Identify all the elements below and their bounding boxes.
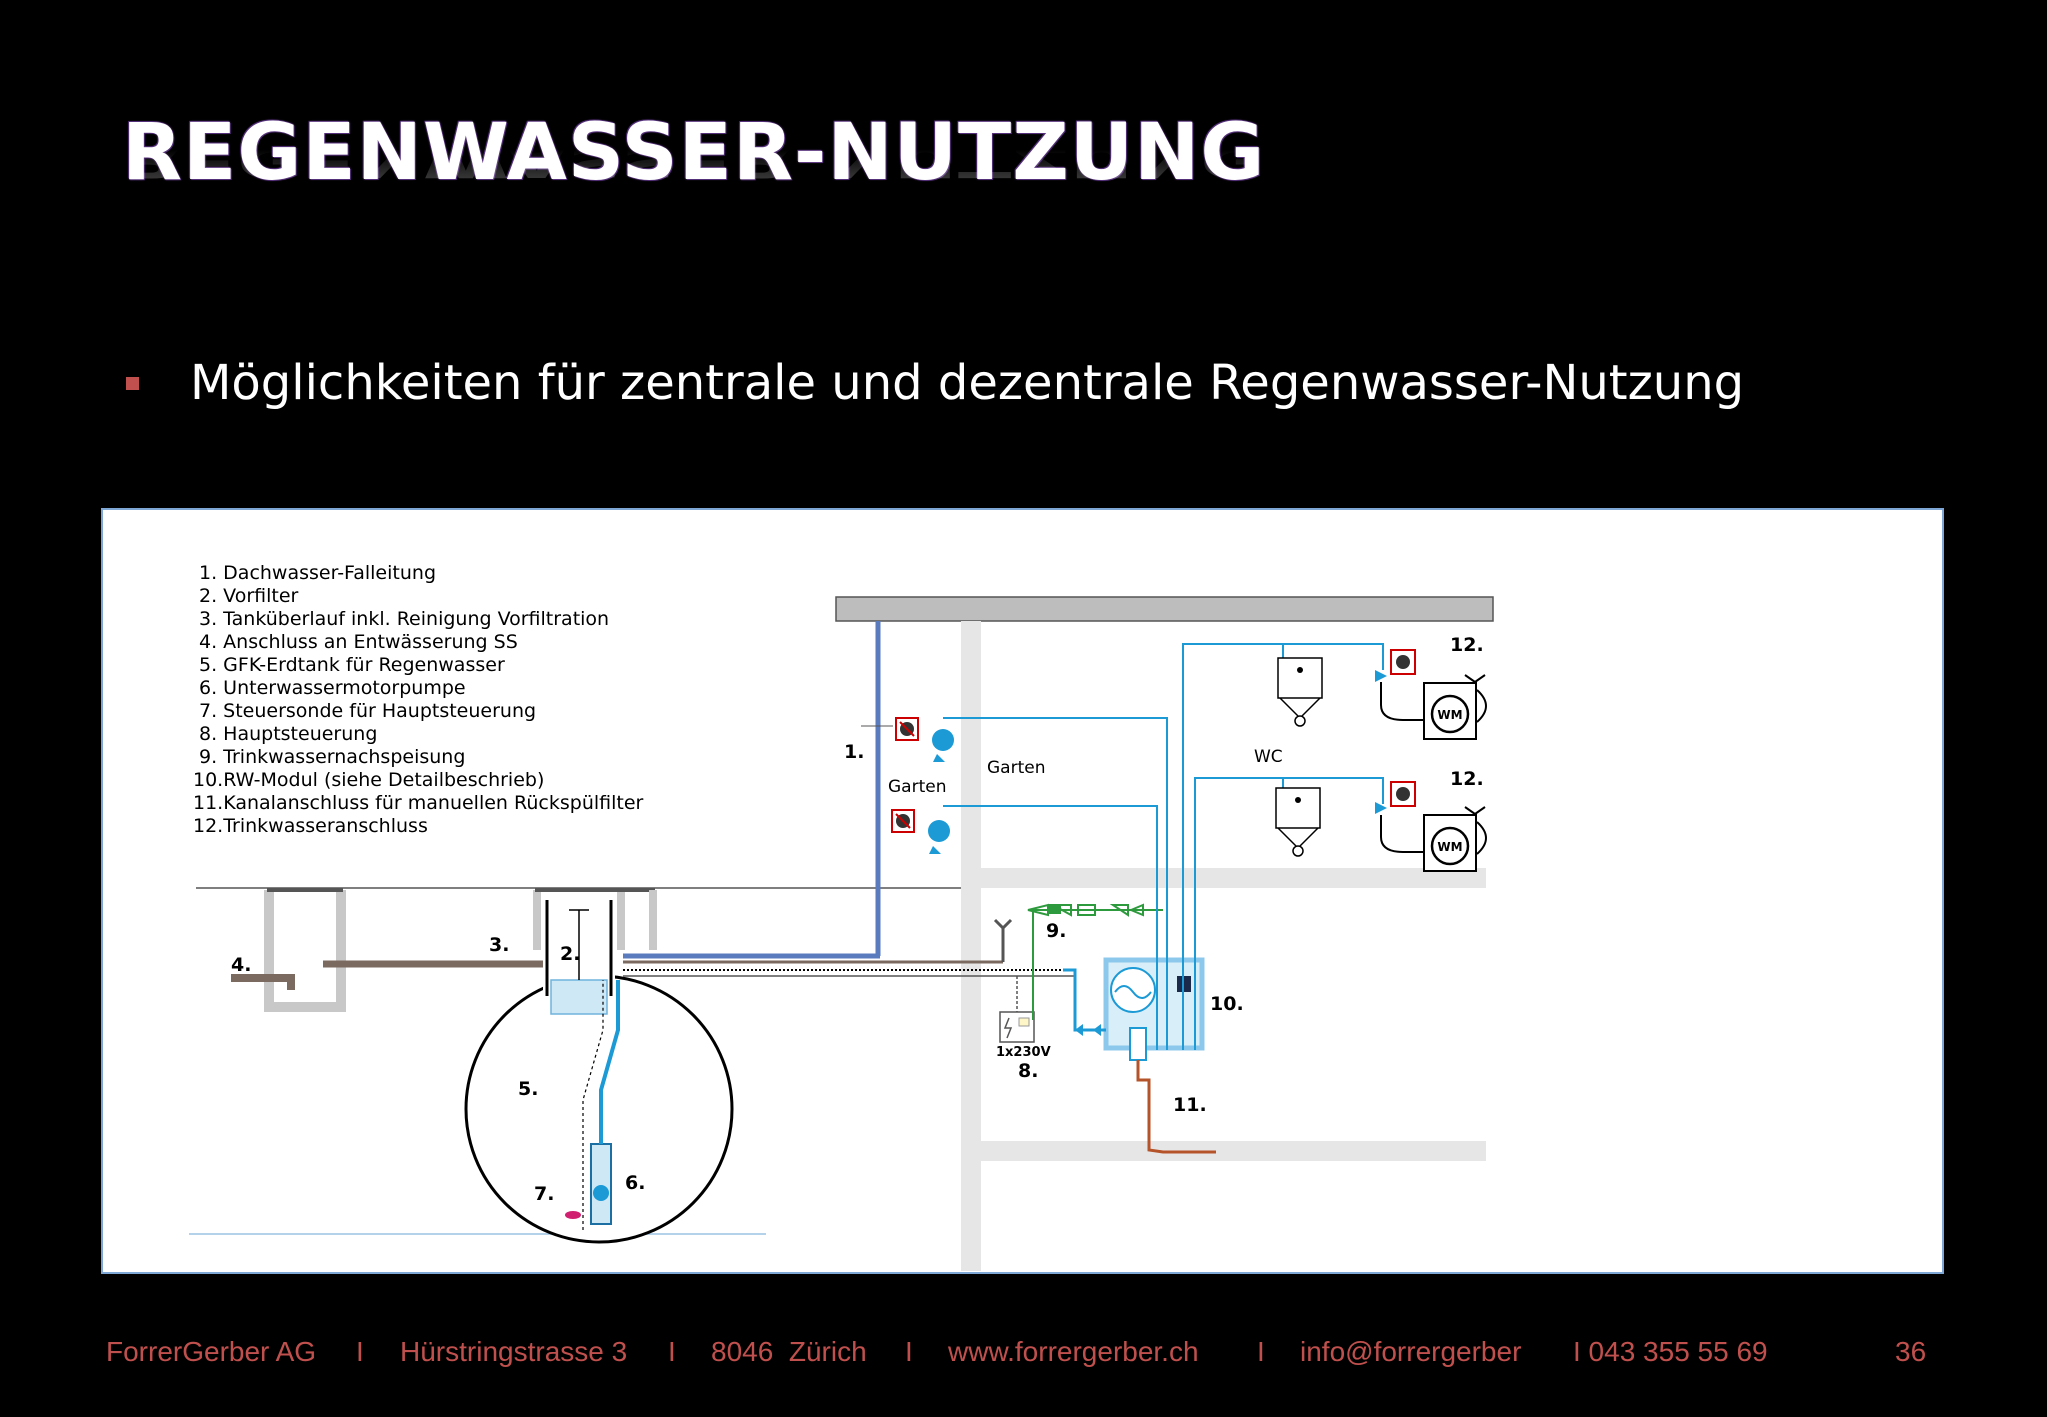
rw-feed-pipe: [1063, 968, 1106, 1032]
voltage-label: 1x230V: [996, 1045, 1051, 1060]
rw-module-pump-wave: [1114, 985, 1152, 999]
bullet-text: Möglichkeiten für zentrale und dezentral…: [190, 355, 1745, 411]
wc-upper: [1277, 657, 1323, 727]
marker-11: 11.: [1173, 1094, 1207, 1116]
marker-3: 3.: [489, 934, 509, 956]
legend-item: 8. Hauptsteuerung: [199, 723, 377, 745]
legend-item: 9. Trinkwassernachspeisung: [199, 746, 465, 768]
marker-8: 8.: [1018, 1060, 1038, 1082]
pump-riser-pipe: [599, 980, 620, 1144]
title-reflection: REGENWASSER-NUTZUNG: [122, 136, 1266, 187]
marker-6: 6.: [625, 1172, 645, 1194]
footer-city: 8046 Zürich: [711, 1336, 867, 1367]
footer-separator: I: [356, 1336, 364, 1367]
legend-item: 11.Kanalanschluss für manuellen Rückspül…: [193, 792, 644, 814]
legend-item: 3. Tanküberlauf inkl. Reinigung Vorfiltr…: [199, 608, 609, 630]
label-garten-left: Garten: [888, 777, 946, 797]
pipe-to-4: [231, 974, 295, 990]
wall: [961, 868, 1486, 888]
riser-outer: [533, 890, 625, 950]
legend-item: 4. Anschluss an Entwässerung SS: [199, 631, 518, 653]
marker-2: 2.: [560, 943, 580, 965]
rw-valves: [1075, 1024, 1101, 1036]
sensor-7: [565, 1211, 581, 1219]
pump-rotor: [593, 1185, 609, 1201]
wall: [961, 1141, 1486, 1161]
label-wc: WC: [1254, 747, 1283, 767]
footer-email-link[interactable]: info@forrergerber: [1300, 1336, 1522, 1367]
wm-valve-icons: [1375, 649, 1486, 816]
legend-item: 5. GFK-Erdtank für Regenwasser: [199, 654, 505, 676]
label-garten-right: Garten: [987, 758, 1045, 778]
number-markers: 1. 2. 3. 4. 5. 6. 7. 8. 9. 10. 11. 12. 1…: [231, 634, 1484, 1205]
garden-tap-lower: [928, 820, 950, 842]
washing-machine-lower: WM: [1380, 814, 1487, 872]
footer-separator: I: [1257, 1336, 1265, 1367]
garden-tap-upper: [932, 729, 954, 751]
slide-title: REGENWASSER-NUTZUNG: [122, 108, 1266, 198]
legend-item: 6. Unterwassermotorpumpe: [199, 677, 466, 699]
marker-9: 9.: [1046, 920, 1066, 942]
page-number: 36: [1895, 1336, 1927, 1367]
legend: 1. Dachwasser-Falleitung 2. Vorfilter 3.…: [193, 562, 644, 837]
vent-y: [993, 918, 1013, 962]
no-drink-icon-1: [895, 717, 919, 741]
footer-phone: I 043 355 55 69: [1573, 1336, 1768, 1367]
marker-5: 5.: [518, 1078, 538, 1100]
marker-1: 1.: [844, 741, 864, 763]
wall: [961, 621, 981, 1271]
controller-display: [1018, 1017, 1030, 1027]
footer-company: ForrerGerber AG: [106, 1336, 317, 1367]
roof: [835, 596, 1494, 622]
svg-text:WM: WM: [1437, 708, 1462, 722]
tap-spray-lower: [929, 846, 941, 854]
diagram-panel: 1. Dachwasser-Falleitung 2. Vorfilter 3.…: [101, 508, 1944, 1274]
upper-floor-line: [1182, 643, 1384, 1050]
footer-separator: I: [905, 1336, 913, 1367]
legend-item: 1. Dachwasser-Falleitung: [199, 562, 436, 584]
riser-outline: [545, 900, 613, 996]
rainwater-diagram: 1. Dachwasser-Falleitung 2. Vorfilter 3.…: [189, 562, 1494, 1271]
garden-line-lower: [943, 805, 1158, 1050]
washing-machine-upper: WM: [1380, 682, 1487, 740]
marker-10: 10.: [1210, 993, 1244, 1015]
footer-separator: I: [668, 1336, 676, 1367]
marker-12-lower: 12.: [1450, 768, 1484, 790]
legend-item: 12.Trinkwasseranschluss: [193, 815, 428, 837]
footer-street: Hürstringstrasse 3: [400, 1336, 628, 1367]
pump-6: [590, 1143, 612, 1225]
potable-check: [1049, 904, 1061, 914]
shaft-4: [264, 890, 346, 1012]
no-drink-icon-2: [891, 809, 915, 833]
rw-module-filter: [1129, 1027, 1147, 1061]
potable-valves: [1027, 903, 1144, 917]
garden-line-upper: [943, 717, 1168, 1050]
marker-12-upper: 12.: [1450, 634, 1484, 656]
legend-item: 7. Steuersonde für Hauptsteuerung: [199, 700, 536, 722]
bullet-marker: [126, 377, 139, 390]
marker-7: 7.: [534, 1183, 554, 1205]
lower-floor-line: [1194, 777, 1384, 1050]
drain-11: [1136, 1060, 1216, 1154]
wc-lower: [1275, 787, 1321, 857]
rw-module-pump: [1110, 967, 1156, 1013]
room-labels: Garten Garten WC: [888, 747, 1283, 797]
controller-bolt: [1003, 1017, 1013, 1039]
legend-item: 2. Vorfilter: [199, 585, 299, 607]
marker-4: 4.: [231, 954, 251, 976]
tap-spray-upper: [933, 754, 945, 762]
footer-web-link[interactable]: www.forrergerber.ch: [948, 1336, 1199, 1367]
prefilter-water: [550, 979, 608, 1015]
legend-item: 10.RW-Modul (siehe Detailbeschrieb): [193, 769, 544, 791]
svg-text:WM: WM: [1437, 840, 1462, 854]
